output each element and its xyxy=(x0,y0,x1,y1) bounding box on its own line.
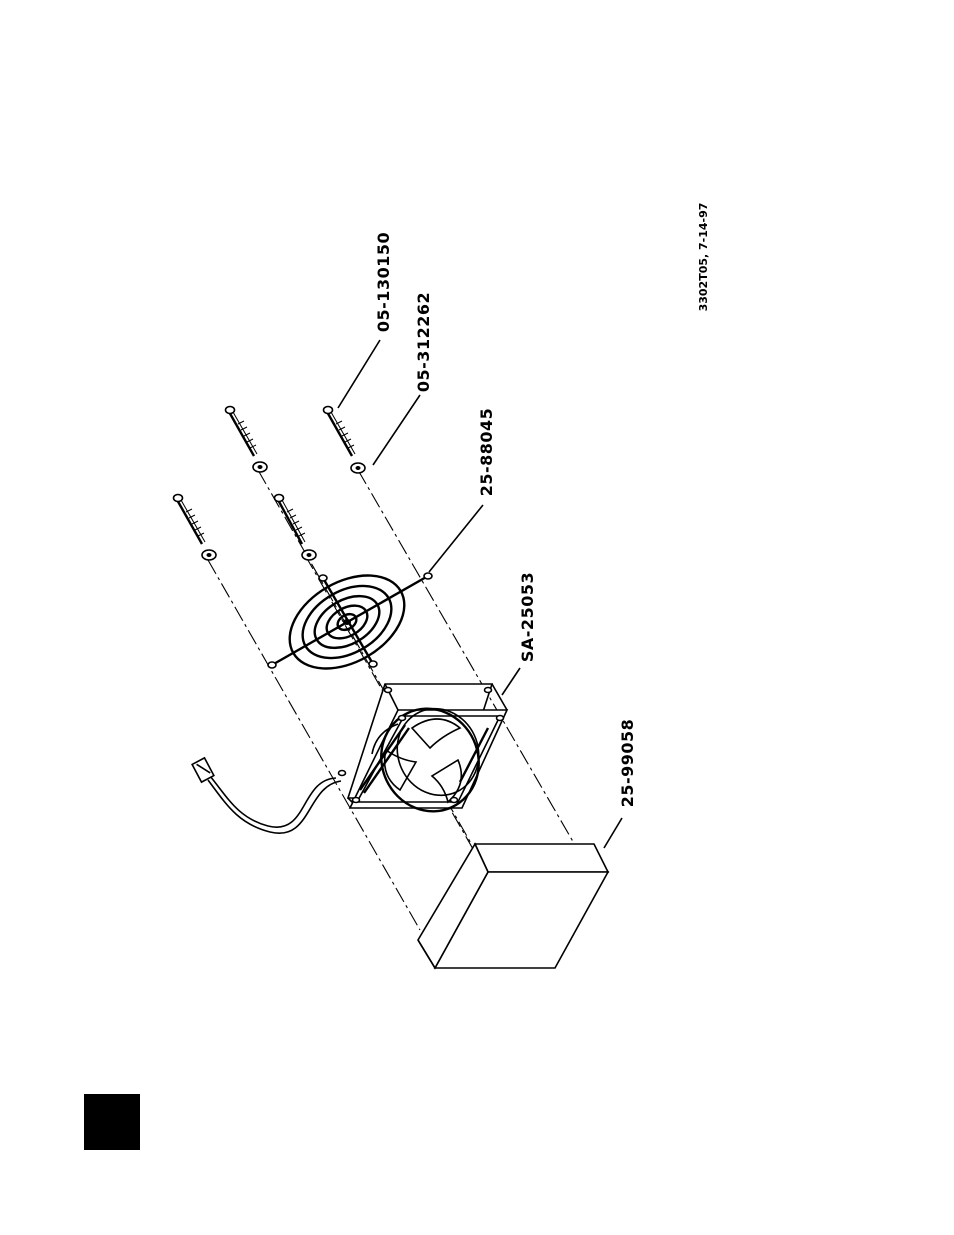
callout-washer: 05-312262 xyxy=(414,292,433,392)
screw-upper-right xyxy=(226,407,258,457)
washer-lower-left xyxy=(302,550,316,560)
callout-finger-guard: 25-88045 xyxy=(477,408,496,497)
washer-lower-right xyxy=(351,463,365,473)
washer-upper-left xyxy=(202,550,216,560)
callout-filter: 25-99058 xyxy=(618,719,637,808)
filter-pad xyxy=(418,844,608,968)
screw-lower-right xyxy=(324,407,356,457)
callout-screw: 05-130150 xyxy=(374,232,393,332)
page-thumb-tab xyxy=(84,1094,140,1150)
screw-lower-left xyxy=(275,495,306,545)
washer-upper-right xyxy=(253,462,267,472)
callout-fan-assembly: SA-25053 xyxy=(518,572,537,662)
drawing-id: 3302T05, 7-14-97 xyxy=(697,203,710,312)
fan-assembly xyxy=(339,684,508,827)
fan-power-cable xyxy=(192,758,341,833)
screw-upper-left xyxy=(174,495,206,545)
finger-guard xyxy=(268,556,432,687)
